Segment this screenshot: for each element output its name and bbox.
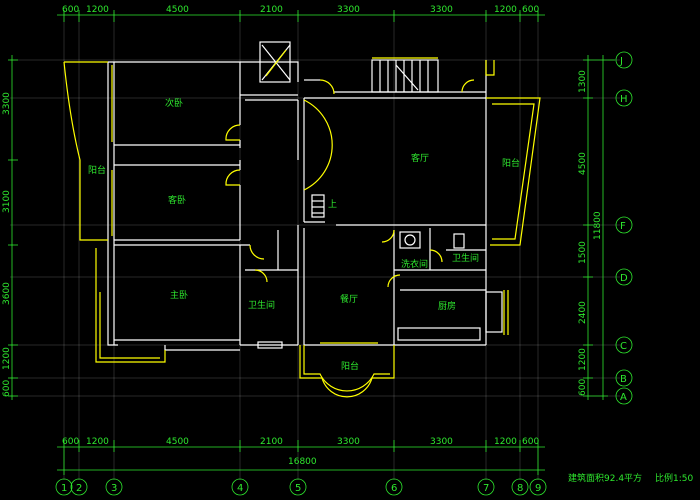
- axis-bubble-6: [385, 478, 403, 496]
- left-dim-5: 600: [2, 380, 12, 397]
- axis-label-F: F: [620, 221, 626, 232]
- axis-label-1: 1: [61, 483, 67, 494]
- left-dim-4: 1200: [2, 347, 12, 370]
- axis-bubble-D: [615, 268, 633, 286]
- axis-label-H: H: [620, 94, 628, 105]
- right-dim-4: 2400: [578, 301, 588, 324]
- right-dim-2: 4500: [578, 152, 588, 175]
- column-axis-labels: 1 2 3 4 5 6 7 8 9: [55, 478, 547, 496]
- bottom-dim-4: 2100: [260, 437, 283, 447]
- room-balcony-bottom: 阳台: [341, 360, 359, 372]
- axis-label-7: 7: [483, 483, 489, 494]
- left-dimension-chain: 3300 3100 3600 1200 600: [2, 55, 18, 400]
- room-labels: 次卧 客卧 主卧 阳台 客厅 阳台 上 洗衣间 卫生间 卫生间 餐厅 厨房 阳台: [88, 97, 520, 372]
- room-laundry: 洗衣间: [401, 258, 428, 270]
- left-dim-1: 3300: [2, 92, 12, 115]
- right-dim-6: 600: [578, 379, 588, 396]
- axis-bubble-C: [615, 336, 633, 354]
- doors-windows-balconies: [63, 49, 541, 398]
- right-dim-3: 1500: [578, 241, 588, 264]
- top-dim-7: 1200: [494, 5, 517, 15]
- axis-bubble-A: [615, 387, 633, 405]
- bottom-dim-5: 3300: [337, 437, 360, 447]
- room-balcony-right: 阳台: [502, 157, 520, 169]
- top-dim-1: 600: [62, 5, 79, 15]
- axis-label-B: B: [620, 374, 627, 385]
- axis-label-C: C: [620, 341, 627, 352]
- axis-label-4: 4: [237, 483, 243, 494]
- bottom-dim-7: 1200: [494, 437, 517, 447]
- room-guest-bedroom: 客卧: [168, 194, 186, 206]
- axis-bubble-J: [615, 51, 633, 69]
- room-dining: 餐厅: [340, 293, 358, 305]
- axis-label-A: A: [620, 392, 627, 403]
- axis-bubble-7: [477, 478, 495, 496]
- axis-grid: [10, 12, 620, 480]
- top-dim-2: 1200: [86, 5, 109, 15]
- right-dimension-chain: 1300 4500 1500 2400 1200 600 11800: [578, 55, 608, 400]
- axis-bubble-8: [511, 478, 529, 496]
- room-second-bedroom: 次卧: [165, 97, 183, 109]
- axis-bubble-B: [615, 369, 633, 387]
- bottom-dim-3: 4500: [166, 437, 189, 447]
- axis-bubble-9: [529, 478, 547, 496]
- top-dim-4: 2100: [260, 5, 283, 15]
- axis-label-D: D: [620, 273, 628, 284]
- row-axis-labels: J H F D C B A: [608, 51, 633, 405]
- left-dim-3: 3600: [2, 282, 12, 305]
- room-living-room: 客厅: [411, 152, 429, 164]
- axis-bubble-H: [615, 89, 633, 107]
- room-master-bedroom: 主卧: [170, 289, 188, 301]
- bottom-dimension-chain: 600 1200 4500 2100 3300 3300 1200 600 16…: [57, 437, 545, 475]
- right-dim-total: 11800: [593, 211, 603, 240]
- room-bathroom-right: 卫生间: [452, 252, 479, 264]
- bottom-dim-8: 600: [522, 437, 539, 447]
- axis-label-9: 9: [535, 483, 541, 494]
- axis-bubble-3: [105, 478, 123, 496]
- axis-label-5: 5: [295, 483, 301, 494]
- axis-bubble-F: [615, 216, 633, 234]
- right-dim-1: 1300: [578, 70, 588, 93]
- axis-bubble-4: [231, 478, 249, 496]
- axis-bubble-5: [289, 478, 307, 496]
- axis-label-J: J: [619, 56, 623, 67]
- bottom-dim-1: 600: [62, 437, 79, 447]
- right-dim-5: 1200: [578, 348, 588, 371]
- axis-label-2: 2: [76, 483, 82, 494]
- bottom-dim-2: 1200: [86, 437, 109, 447]
- stair-up-label: 上: [328, 199, 337, 210]
- area-caption: 建筑面积92.4平方: [568, 472, 642, 484]
- room-kitchen: 厨房: [438, 300, 456, 312]
- top-dim-5: 3300: [337, 5, 360, 15]
- room-balcony-left: 阳台: [88, 164, 106, 176]
- axis-bubble-2: [70, 478, 88, 496]
- left-dim-2: 3100: [2, 190, 12, 213]
- axis-bubble-1: [55, 478, 73, 496]
- drawing-caption: 建筑面积92.4平方 比例1:50: [568, 472, 693, 484]
- top-dim-8: 600: [522, 5, 539, 15]
- scale-caption: 比例1:50: [655, 472, 693, 484]
- bottom-dim-6: 3300: [430, 437, 453, 447]
- axis-label-6: 6: [391, 483, 397, 494]
- axis-label-8: 8: [517, 483, 523, 494]
- room-bathroom-left: 卫生间: [248, 299, 275, 311]
- top-dimension-chain: 600 1200 4500 2100 3300 3300 1200 600: [57, 5, 545, 22]
- axis-label-3: 3: [111, 483, 117, 494]
- top-dim-6: 3300: [430, 5, 453, 15]
- total-width-dim: 16800: [288, 457, 317, 467]
- top-dim-3: 4500: [166, 5, 189, 15]
